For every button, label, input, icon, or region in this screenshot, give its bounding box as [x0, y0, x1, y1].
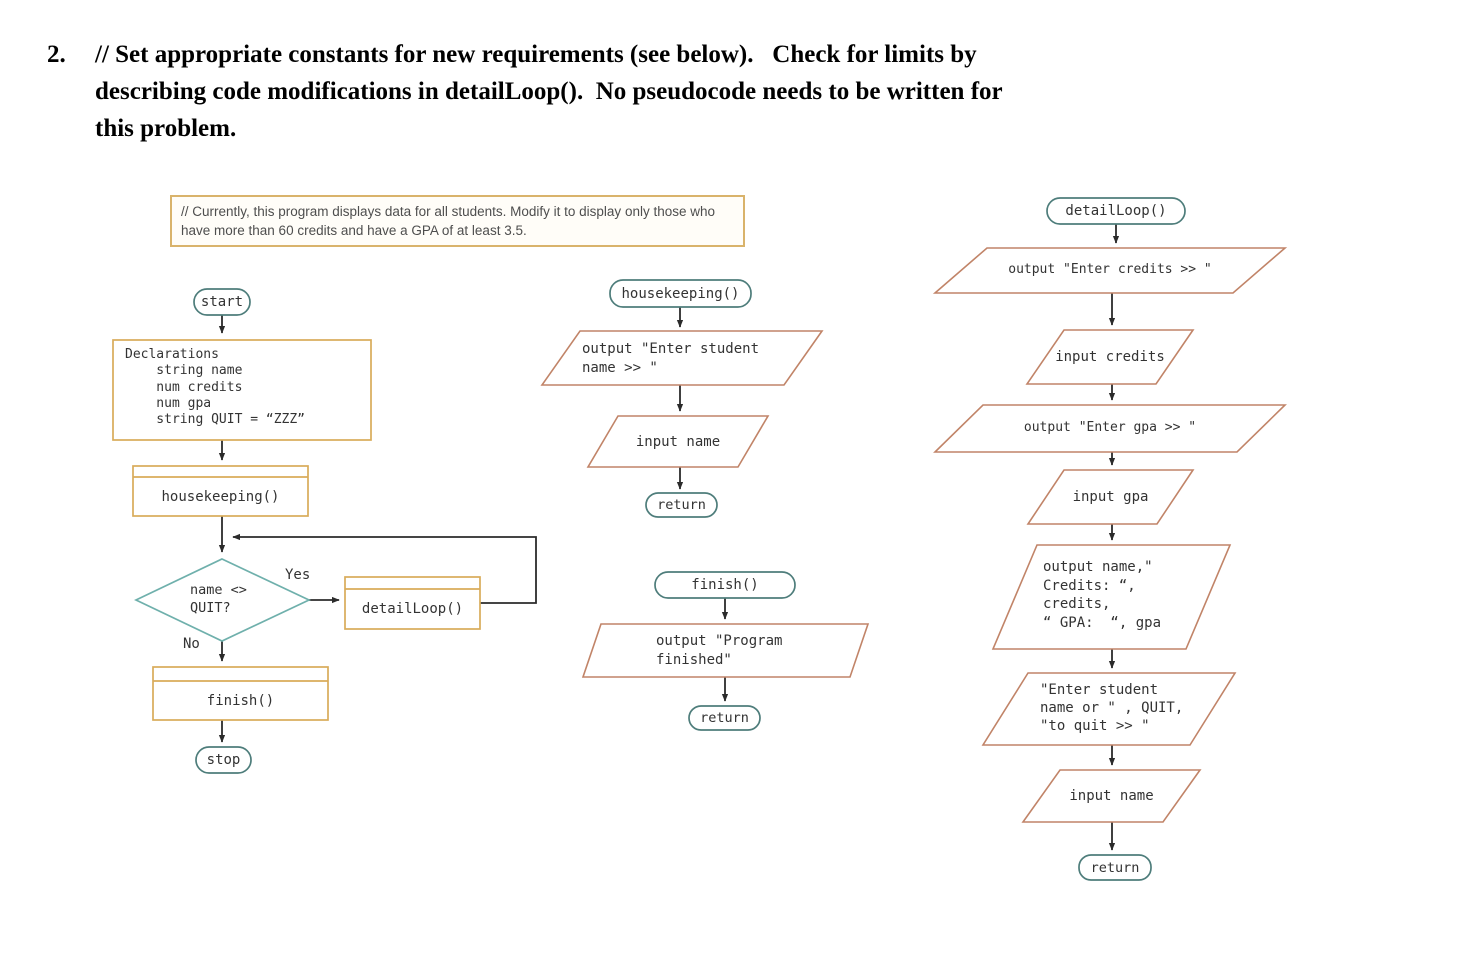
declarations-text: Declarations string name num credits num…: [125, 347, 306, 428]
problem-number: 2.: [47, 41, 66, 68]
declarations-process-shape: [112, 339, 372, 441]
detailloop-call-shape: [344, 576, 481, 630]
output-credits-prompt-text: output "Enter credits >> ": [1008, 262, 1212, 278]
output-gpa-prompt-text: output "Enter gpa >> ": [1023, 420, 1197, 436]
input-name-dl-text: input name: [1069, 788, 1154, 804]
return-finish-shape: [688, 705, 761, 731]
return-dl-shape: [1078, 854, 1152, 881]
input-credits-text: input credits: [1055, 349, 1165, 365]
input-name-dl-shape: [1021, 769, 1202, 823]
detailloop-call-label: detailLoop(): [361, 601, 464, 617]
housekeeping-terminal-shape: [609, 279, 752, 308]
output-student-prompt-text: output "Enter student name >> ": [582, 341, 760, 376]
start-terminal-label: start: [200, 294, 244, 310]
yes-branch-label: Yes: [285, 567, 311, 583]
quit-decision-shape: [134, 558, 311, 642]
loop-back-connector: [232, 533, 537, 604]
housekeeping-terminal-label: housekeeping(): [621, 285, 740, 302]
output-next-prompt-text: "Enter student name or " , QUIT, "to qui…: [1040, 682, 1184, 734]
detailloop-flowlines: [1108, 224, 1120, 851]
housekeeping-call-shape: [132, 465, 309, 517]
return-hk-shape: [645, 492, 718, 518]
finish-call-label: finish(): [206, 692, 275, 709]
input-gpa-shape: [1026, 469, 1195, 525]
main-flowlines: [218, 315, 537, 743]
output-finished-shape: [581, 623, 870, 678]
finish-terminal-label: finish(): [691, 577, 759, 593]
no-branch-label: No: [183, 636, 200, 652]
return-dl-label: return: [1090, 859, 1140, 876]
stop-terminal-shape: [195, 746, 252, 774]
output-gpa-prompt-shape: [933, 404, 1287, 453]
output-student-prompt-shape: [540, 330, 824, 386]
finish-call-shape: [152, 666, 329, 721]
problem-statement: // Set appropriate constants for new req…: [95, 41, 1003, 142]
input-gpa-text: input gpa: [1072, 489, 1149, 505]
quit-decision-label: name <> QUIT?: [190, 582, 247, 616]
stop-terminal-label: stop: [206, 752, 241, 768]
output-credits-prompt-shape: [932, 247, 1288, 294]
input-name-hk-text: input name: [635, 433, 721, 450]
output-record-text: output name," Credits: “, credits, “ GPA…: [1043, 559, 1162, 631]
output-record-shape: [991, 544, 1232, 650]
return-finish-label: return: [700, 710, 749, 726]
finish-terminal-shape: [654, 571, 796, 599]
housekeeping-call-label: housekeeping(): [161, 488, 280, 505]
start-terminal-shape: [193, 288, 251, 316]
detailloop-terminal-label: detailLoop(): [1065, 203, 1167, 219]
output-next-prompt-shape: [981, 672, 1237, 746]
return-hk-label: return: [657, 497, 706, 513]
input-credits-shape: [1025, 329, 1195, 385]
comment-box: // Currently, this program displays data…: [170, 195, 745, 247]
output-finished-text: output "Program finished": [656, 633, 783, 668]
input-name-hk-shape: [586, 415, 770, 468]
detailloop-terminal-shape: [1046, 197, 1186, 225]
